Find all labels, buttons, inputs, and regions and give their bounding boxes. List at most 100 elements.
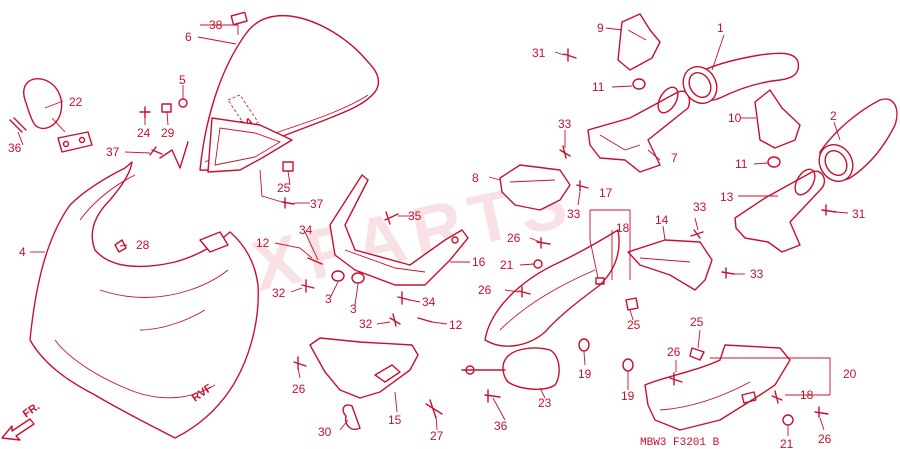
callout-38: 38 xyxy=(209,18,223,32)
intake-pipe-right-bottom[interactable] xyxy=(813,98,898,187)
callout-21-lower: 21 xyxy=(780,437,794,449)
callout-25-mid: 25 xyxy=(627,318,641,332)
callout-3-left: 3 xyxy=(325,292,332,306)
callout-32-right: 32 xyxy=(359,317,373,331)
callout-4: 4 xyxy=(19,245,26,259)
bolt-31-top[interactable] xyxy=(563,48,577,62)
callout-13: 13 xyxy=(720,190,734,204)
callout-3-right: 3 xyxy=(350,302,357,316)
callout-16: 16 xyxy=(472,255,486,269)
bolt-33-b[interactable] xyxy=(576,180,589,192)
inner-panel[interactable] xyxy=(207,117,293,173)
center-stay[interactable] xyxy=(329,174,469,286)
callout-5: 5 xyxy=(179,73,186,87)
callout-33-c: 33 xyxy=(693,200,707,214)
bolt-33-c[interactable] xyxy=(690,229,704,239)
callout-11-mid: 11 xyxy=(735,157,748,171)
duct-cover-8[interactable] xyxy=(499,164,571,211)
screw-26-side[interactable] xyxy=(536,237,551,249)
callout-32-left: 32 xyxy=(272,286,286,300)
screw-26-lower[interactable] xyxy=(669,372,683,386)
callout-35: 35 xyxy=(408,209,422,223)
air-duct-left[interactable] xyxy=(587,84,691,173)
callout-12-lower: 12 xyxy=(449,318,463,332)
nut-21-lower[interactable] xyxy=(782,414,794,426)
callout-10: 10 xyxy=(728,111,742,125)
nut-29[interactable] xyxy=(161,103,172,113)
callout-18-lower: 18 xyxy=(800,388,814,402)
grommet-25-mid[interactable] xyxy=(625,297,639,311)
callout-33-a: 33 xyxy=(558,117,572,131)
upper-cowl[interactable]: RVF xyxy=(29,161,259,439)
clip-18-lower[interactable] xyxy=(771,390,783,404)
callout-36-mirror: 36 xyxy=(8,141,22,155)
label-tag[interactable] xyxy=(230,11,248,26)
inner-cover[interactable] xyxy=(309,337,419,399)
screw-26-side2[interactable] xyxy=(518,286,531,298)
clip-28[interactable] xyxy=(114,239,127,253)
clamp-30[interactable] xyxy=(342,404,361,430)
callout-23: 23 xyxy=(538,396,552,410)
callout-11-top: 11 xyxy=(592,80,605,94)
bolt-27[interactable] xyxy=(425,399,443,419)
duct-guard-9[interactable] xyxy=(617,13,661,71)
bolt-36-mirror[interactable] xyxy=(9,117,27,133)
nut-21-side[interactable] xyxy=(533,259,543,269)
callout-8: 8 xyxy=(472,171,479,185)
callout-9: 9 xyxy=(597,21,604,35)
spring-12-lower[interactable] xyxy=(417,317,433,323)
screw-26-left[interactable] xyxy=(293,356,307,370)
callout-27: 27 xyxy=(430,429,444,443)
lower-cowl[interactable] xyxy=(644,344,791,431)
clip-34-lower[interactable] xyxy=(397,291,411,305)
grommet-25-lower[interactable] xyxy=(689,347,705,361)
callout-26-lower: 26 xyxy=(667,345,681,359)
callout-15: 15 xyxy=(388,413,402,427)
bolt-36-signal[interactable] xyxy=(484,389,501,403)
grommet-25-top[interactable] xyxy=(282,161,294,172)
side-cowl[interactable] xyxy=(484,229,620,347)
front-arrow: FR. xyxy=(1,400,42,441)
svg-text:FR.: FR. xyxy=(21,400,42,420)
bolt-32-right[interactable] xyxy=(389,313,401,327)
callout-19-right: 19 xyxy=(621,389,635,403)
callout-1: 1 xyxy=(717,21,724,35)
callout-25-top: 25 xyxy=(277,181,291,195)
bolt-35[interactable] xyxy=(384,211,399,225)
callout-26-left: 26 xyxy=(292,382,306,396)
callout-34-lower: 34 xyxy=(422,295,436,309)
grommet-11-mid[interactable] xyxy=(767,156,781,168)
nut-5[interactable] xyxy=(178,98,188,108)
intake-pipe-right-top[interactable] xyxy=(677,52,800,109)
screw-26-right[interactable] xyxy=(814,406,829,418)
callout-30: 30 xyxy=(318,425,332,439)
bolt-37-left[interactable] xyxy=(149,146,163,156)
bolt-33-a[interactable] xyxy=(559,145,571,159)
bracket-14[interactable] xyxy=(627,239,713,291)
duct-guard-10[interactable] xyxy=(754,89,801,149)
callout-31-top: 31 xyxy=(532,46,546,60)
callout-37-right: 37 xyxy=(310,197,324,211)
grommet-19-right[interactable] xyxy=(622,358,634,372)
turn-signal[interactable] xyxy=(461,347,560,390)
callout-28: 28 xyxy=(136,238,150,252)
spring-12-top[interactable] xyxy=(307,257,323,265)
grommet-19-left[interactable] xyxy=(578,338,590,352)
bolt-37-right[interactable] xyxy=(281,197,295,209)
grommet-11-top[interactable] xyxy=(632,78,646,90)
grommet-3-left[interactable] xyxy=(331,270,345,282)
bolt-31-right[interactable] xyxy=(821,204,837,216)
callout-19-left: 19 xyxy=(578,367,592,381)
air-duct-right[interactable] xyxy=(734,166,826,253)
callouts: 38 6 5 22 36 24 29 37 25 37 4 28 12 34 3… xyxy=(8,18,866,449)
grommet-3-right[interactable] xyxy=(351,272,365,284)
callout-22: 22 xyxy=(69,95,83,109)
callout-31-right: 31 xyxy=(852,207,866,221)
bolt-33-d[interactable] xyxy=(721,267,735,279)
callout-33-b: 33 xyxy=(567,207,581,221)
bolt-32-left[interactable] xyxy=(301,279,315,293)
callout-21-side: 21 xyxy=(500,258,514,272)
callout-24: 24 xyxy=(137,126,151,140)
screw-24[interactable] xyxy=(139,106,151,119)
mirror[interactable] xyxy=(23,78,93,153)
